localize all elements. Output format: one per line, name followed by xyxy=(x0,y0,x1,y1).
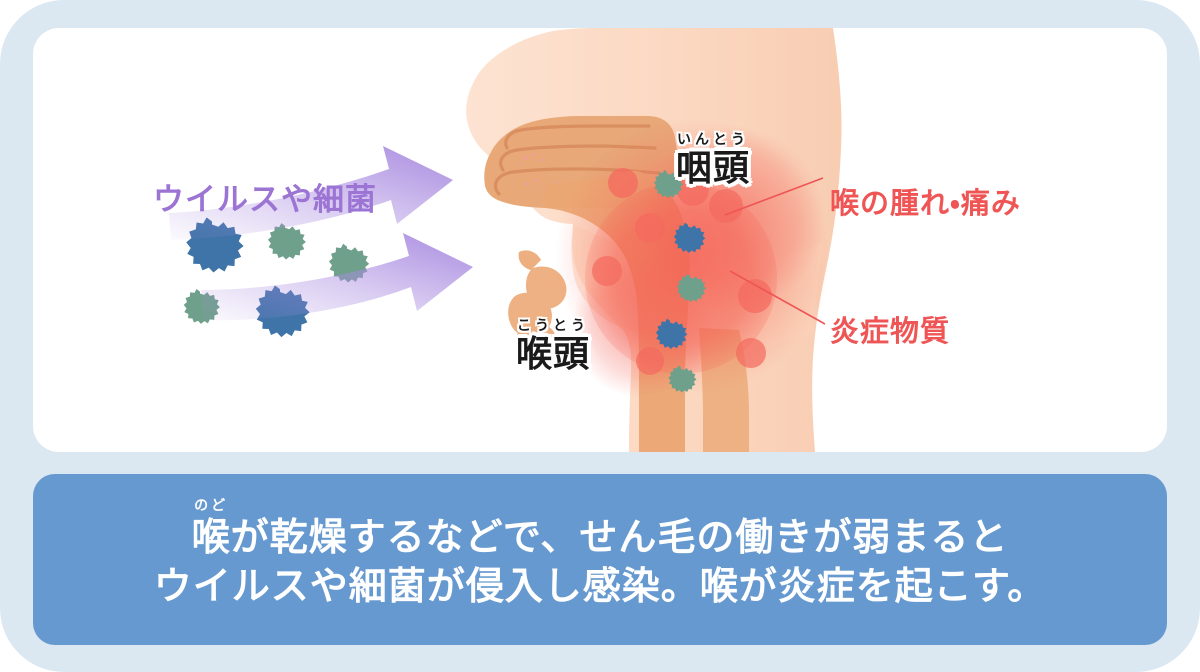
pharynx-furigana: いんとう xyxy=(677,131,749,147)
leader-line-inflammatory xyxy=(729,270,826,325)
larynx-label-text: 喉頭 xyxy=(516,333,591,374)
caption-ruby-base: 喉 xyxy=(191,516,231,559)
label-leader-lines xyxy=(724,177,826,325)
inflammatory-substance-dots xyxy=(592,168,772,375)
throat-swelling-pain-label: 喉の腫れ・痛み xyxy=(830,188,1021,220)
virus-bacteria-label: ウイルスや細菌 xyxy=(153,182,377,217)
infection-arrows xyxy=(169,146,473,321)
epiglottis-group xyxy=(508,250,567,368)
leader-line-swelling xyxy=(724,177,824,216)
caption-line-1-rest: が乾燥するなどで、せん毛の働きが弱まると xyxy=(230,516,1009,559)
caption-ruby-nodo: のど 喉 xyxy=(191,497,231,563)
caption-panel: のど 喉 が乾燥するなどで、せん毛の働きが弱まると ウイルスや細菌が侵入し感染。… xyxy=(33,474,1167,645)
throat-anatomy-illustration xyxy=(169,28,842,452)
arrow-lower xyxy=(201,233,473,321)
larynx-furigana: こうとう xyxy=(517,317,589,333)
inflammatory-substance-label: 炎症物質 xyxy=(830,316,951,348)
larynx-label: こうとう 喉頭 xyxy=(516,318,590,372)
inflammation-lower-glow xyxy=(571,258,711,398)
pharynx-label-text: 咽頭 xyxy=(676,147,751,188)
illustration-card: ウイルスや細菌 いんとう 咽頭 こうとう 喉頭 喉の腫れ・痛み 炎症物質 xyxy=(33,28,1167,452)
caption-line-2: ウイルスや細菌が侵入し感染。喉が炎症を起こす。 xyxy=(153,565,1047,608)
arrow-upper xyxy=(169,146,453,240)
caption-furigana-nodo: のど xyxy=(194,496,229,513)
mouth-opening xyxy=(509,198,539,230)
pharynx-label: いんとう 咽頭 xyxy=(676,132,750,186)
caption-line-1: のど 喉 が乾燥するなどで、せん毛の働きが弱まると xyxy=(191,497,1009,563)
